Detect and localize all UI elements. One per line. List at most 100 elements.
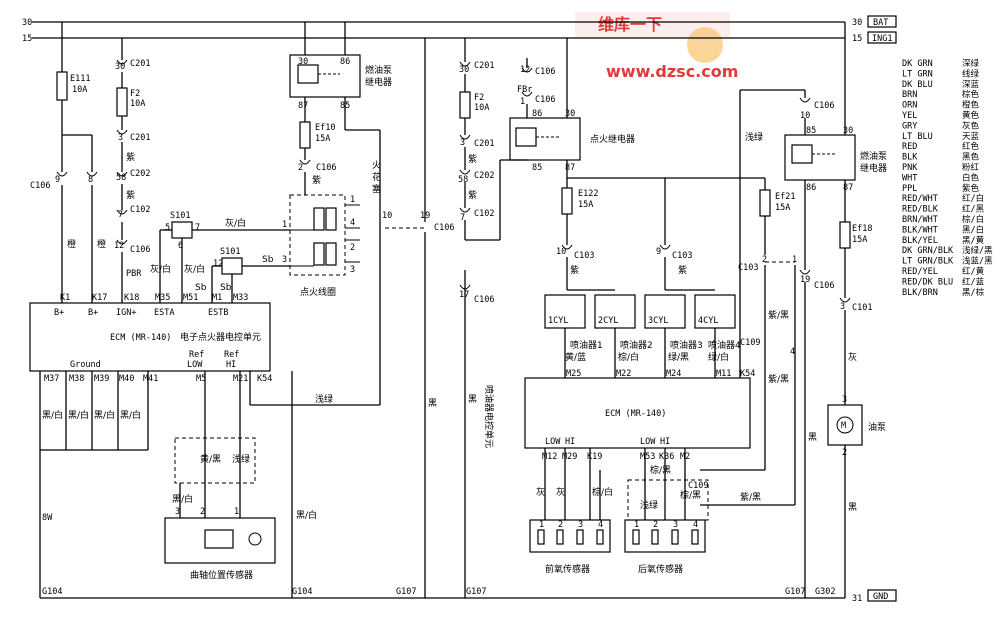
svg-text:15A: 15A [775,203,790,213]
svg-text:M24: M24 [666,369,681,379]
svg-text:2: 2 [558,520,563,530]
legend-code: WHT [902,173,917,183]
svg-text:17: 17 [459,290,469,300]
svg-text:2CYL: 2CYL [598,316,618,326]
svg-text:继电器: 继电器 [860,162,887,174]
svg-text:4CYL: 4CYL [698,316,718,326]
s101-splice-lower: S101 12 Sb Sb Sb [195,247,290,303]
svg-text:G107: G107 [785,587,805,597]
svg-text:1: 1 [350,195,355,205]
svg-text:58: 58 [458,175,468,185]
svg-text:ESTB: ESTB [208,308,228,318]
rear-o2-label: 后氧传感器 [638,563,683,575]
injectors: 1CYL 2CYL 3CYL 4CYL 喷油器1 黄/蓝 喷油器2 棕/白 喷油… [544,294,741,379]
legend-code: BLK/WHT [902,225,938,235]
ecm-injector-unit: ECM (MR-140) 喷油器电控单元 LOW HI LOW HI M12 M… [483,89,805,462]
injector-1 [544,294,586,329]
svg-text:黑/白: 黑/白 [172,493,193,505]
svg-text:棕/白: 棕/白 [618,351,639,363]
svg-text:3: 3 [118,133,123,143]
svg-text:火: 火 [372,160,381,171]
legend-code: RED/YEL [902,267,938,277]
svg-text:HI: HI [226,360,236,370]
legend-code: PNK [902,163,918,173]
legend-code: ORN [902,101,917,111]
svg-text:Ef21: Ef21 [775,192,795,202]
svg-text:绿/黑: 绿/黑 [668,351,689,363]
svg-text:C106: C106 [434,223,454,233]
svg-text:M25: M25 [566,369,581,379]
svg-text:紫: 紫 [468,190,477,201]
c106-left-label: C106 [30,181,50,191]
svg-text:LOW: LOW [187,360,203,370]
legend-meaning: 线绿 [962,68,980,79]
svg-text:C106: C106 [474,295,494,305]
c106-b-label: C106 [130,245,150,255]
bat-label: BAT [873,18,888,28]
svg-text:浅绿: 浅绿 [745,131,763,143]
svg-text:2: 2 [200,507,205,517]
svg-text:30: 30 [298,57,308,67]
svg-text:M22: M22 [616,369,631,379]
svg-text:1: 1 [282,220,287,230]
svg-text:M11: M11 [716,369,731,379]
svg-text:M12: M12 [542,452,557,462]
svg-text:LOW: LOW [545,437,561,447]
svg-text:B+: B+ [54,308,64,318]
svg-text:Ef18: Ef18 [852,224,872,234]
svg-text:G104: G104 [292,587,312,597]
svg-text:Sb: Sb [262,255,274,265]
legend-code: RED/DK BLU [902,277,953,287]
svg-text:塞: 塞 [372,183,381,195]
e111-rating: 10A [72,85,87,95]
c106-mid-link: 10 19 C106 黑 G107 [382,38,454,598]
svg-text:喷油器2: 喷油器2 [620,339,653,351]
svg-text:3: 3 [840,302,845,312]
svg-text:85: 85 [532,163,542,173]
svg-text:G104: G104 [42,587,62,597]
svg-text:30: 30 [565,109,575,119]
svg-text:紫/黑: 紫/黑 [768,374,789,385]
svg-text:C106: C106 [316,163,336,173]
svg-text:K54: K54 [740,369,755,379]
s101-splice-upper: S101 5 7 6 灰/白 灰/白 灰/白 [150,211,290,303]
svg-text:19: 19 [800,275,810,285]
ecm2-title: ECM (MR-140) [605,409,666,419]
svg-text:浅绿: 浅绿 [232,453,250,465]
rail-30-label: 30 [22,18,32,28]
legend-code: LT GRN/BLK [902,257,954,267]
ecm-ignition-unit: K1 K17 K18 M35 M51 M1 M33 B+ B+ IGN+ EST… [29,293,272,384]
svg-text:K18: K18 [124,293,139,303]
c201-b-label: C201 [130,133,150,143]
legend-meaning: 橙色 [962,100,980,111]
svg-text:87: 87 [298,101,308,111]
f2-branch: 30 C201 F2 10A 3 C201 紫 58 C202 紫 7 C102… [114,38,150,303]
legend-code: BLK [902,153,918,163]
svg-text:3CYL: 3CYL [648,316,668,326]
svg-text:1: 1 [792,255,797,265]
crank-sensor-label: 曲轴位置传感器 [190,569,253,581]
svg-text:灰/白: 灰/白 [184,263,205,275]
rail-15-right: 15 [852,34,862,44]
watermark-brand: 维库一下 [598,15,662,34]
svg-text:7: 7 [460,213,465,223]
power-rails: 30 15 30 15 31 BAT ING1 GND [22,15,897,604]
svg-text:Ground: Ground [70,360,101,370]
injector-3 [644,294,686,329]
svg-text:LOW: LOW [640,437,656,447]
svg-text:8: 8 [88,175,93,185]
legend-meaning: 紫色 [962,183,980,194]
svg-text:C103: C103 [672,251,692,261]
legend-code: YEL [902,111,917,121]
svg-text:浅绿: 浅绿 [315,393,333,405]
legend-code: DK GRN [902,59,933,69]
svg-text:ESTA: ESTA [154,308,174,318]
svg-text:M5: M5 [196,374,206,384]
svg-text:15A: 15A [578,200,593,210]
legend-meaning: 红/蓝 [962,276,985,287]
svg-text:M51: M51 [183,293,198,303]
legend-meaning: 红/白 [962,193,984,204]
legend-meaning: 红/黑 [962,204,985,215]
